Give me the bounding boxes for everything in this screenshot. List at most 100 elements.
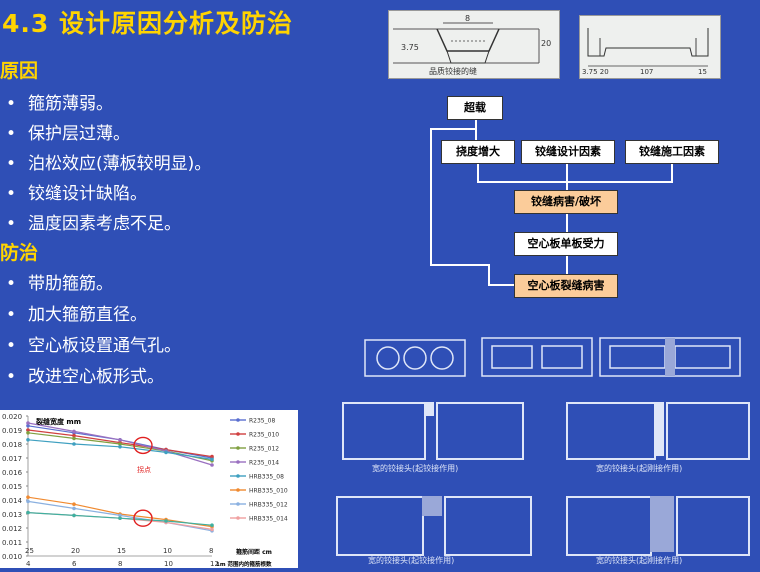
flow-connector <box>430 128 476 130</box>
legend-marker <box>236 432 240 436</box>
cause-item: •箍筋薄弱。 <box>6 94 113 114</box>
data-point <box>72 433 76 438</box>
flow-connector <box>477 163 479 183</box>
chart-svg: 0.0100.0110.0120.0130.0140.0150.0160.017… <box>2 413 288 568</box>
data-point <box>72 506 76 511</box>
data-point <box>26 424 30 428</box>
y-tick-label: 0.018 <box>2 441 22 449</box>
flow-connector <box>671 163 673 183</box>
y-tick-label: 0.019 <box>2 427 22 435</box>
data-point <box>118 438 122 442</box>
section-caption: 宽的铰接头(起刚接作用) <box>596 556 683 565</box>
data-point <box>72 436 76 441</box>
data-point <box>118 513 122 518</box>
y-tick-label: 0.020 <box>2 413 22 421</box>
x-tick-label: 4 <box>26 560 31 568</box>
cause-item: •温度因素考虑不足。 <box>6 214 181 234</box>
slab-section <box>566 402 656 460</box>
remedy-item: •带肋箍筋。 <box>6 274 113 294</box>
flow-box-design: 铰缝设计因素 <box>521 140 615 164</box>
x-top-tick-label: 20 <box>71 547 80 555</box>
section-photo: 3.75 20 107 15 <box>579 15 721 79</box>
data-point <box>118 516 122 520</box>
flow-box-overload: 超载 <box>447 96 503 120</box>
y-tick-label: 0.017 <box>2 455 22 463</box>
remedy-item: •空心板设置通气孔。 <box>6 336 181 356</box>
y-tick-label: 0.016 <box>2 469 23 477</box>
section-sketch <box>587 28 709 67</box>
legend-label: R235_08 <box>249 418 275 425</box>
photo-caption: 品质铰接的缝 <box>429 67 477 76</box>
flow-box-construction: 铰缝施工因素 <box>625 140 719 164</box>
slab-section <box>342 402 426 460</box>
x-tick-label: 12 <box>210 560 219 568</box>
data-point <box>210 457 214 462</box>
legend-marker <box>236 516 240 520</box>
slab-section <box>436 402 524 460</box>
x-tick-label: 10 <box>164 560 173 568</box>
flow-box-deflection: 挠度增大 <box>441 140 515 164</box>
remedies-heading: 防治 <box>0 242 39 264</box>
slab-section <box>336 496 424 556</box>
dim-top: 8 <box>465 14 471 23</box>
joint-fill <box>422 496 442 516</box>
dim-label: 15 <box>698 68 707 76</box>
legend-label: HRB335_012 <box>249 502 288 509</box>
page-title: 4.3 设计原因分析及防治 <box>2 9 293 38</box>
flow-connector <box>430 264 490 266</box>
data-point <box>210 454 214 459</box>
legend-label: R235_010 <box>249 432 279 439</box>
dim-label: 3.75 20 <box>582 68 609 76</box>
data-point <box>72 502 76 506</box>
section-caption: 宽的铰接头(起铰接作用) <box>368 556 455 565</box>
data-point <box>26 495 30 499</box>
x-tick-label: 8 <box>118 560 122 568</box>
cause-item: •泊松效应(薄板较明显)。 <box>6 154 212 174</box>
slab-section <box>566 496 652 556</box>
legend-label: HRB335_010 <box>249 488 288 495</box>
flow-connector <box>488 284 514 286</box>
data-point <box>26 421 30 425</box>
chart-annotation: 拐点 <box>137 465 151 474</box>
dim-label: 107 <box>640 68 654 76</box>
data-point <box>72 429 76 434</box>
y-tick-label: 0.013 <box>2 511 22 519</box>
flow-connector <box>566 254 568 274</box>
highlight-circle <box>133 509 153 527</box>
data-point <box>26 438 30 442</box>
slab-section <box>676 496 750 556</box>
flow-box-single-plate: 空心板单板受力 <box>514 232 618 256</box>
y-tick-label: 0.012 <box>2 525 22 533</box>
chart-xlabel: 箍筋间距 cm <box>235 548 272 556</box>
joint-fill <box>424 402 434 416</box>
data-point <box>26 499 30 504</box>
data-point <box>210 463 214 467</box>
flow-connector <box>566 163 568 193</box>
legend-marker <box>236 418 240 422</box>
data-point <box>26 431 30 435</box>
flow-box-damage: 铰缝病害/破坏 <box>514 190 618 214</box>
section-caption: 宽的铰接头(起铰接作用) <box>372 464 459 473</box>
joint-fill <box>654 402 664 456</box>
x-top-tick-label: 8 <box>209 547 213 555</box>
highlight-circle <box>133 436 153 455</box>
legend-marker <box>236 488 240 492</box>
data-point <box>164 450 168 455</box>
legend-marker <box>236 502 240 506</box>
section-caption: 宽的铰接头(起刚接作用) <box>596 464 683 473</box>
y-tick-label: 0.014 <box>2 497 23 505</box>
dim-right: 20 <box>541 39 552 48</box>
cause-item: •保护层过薄。 <box>6 124 130 144</box>
legend-label: HRB335_014 <box>249 516 288 523</box>
causes-heading: 原因 <box>0 60 39 82</box>
flow-connector <box>430 128 432 266</box>
legend-label: R235_012 <box>249 446 279 453</box>
remedy-item: •加大箍筋直径。 <box>6 305 147 325</box>
data-point <box>164 519 168 523</box>
joint-photo: 8 3.75 20 品质铰接的缝 <box>388 10 560 79</box>
x-top-tick-label: 15 <box>117 547 126 555</box>
y-tick-label: 0.015 <box>2 483 22 491</box>
data-point <box>210 527 214 532</box>
slab-section <box>444 496 532 556</box>
flow-connector <box>477 181 673 183</box>
